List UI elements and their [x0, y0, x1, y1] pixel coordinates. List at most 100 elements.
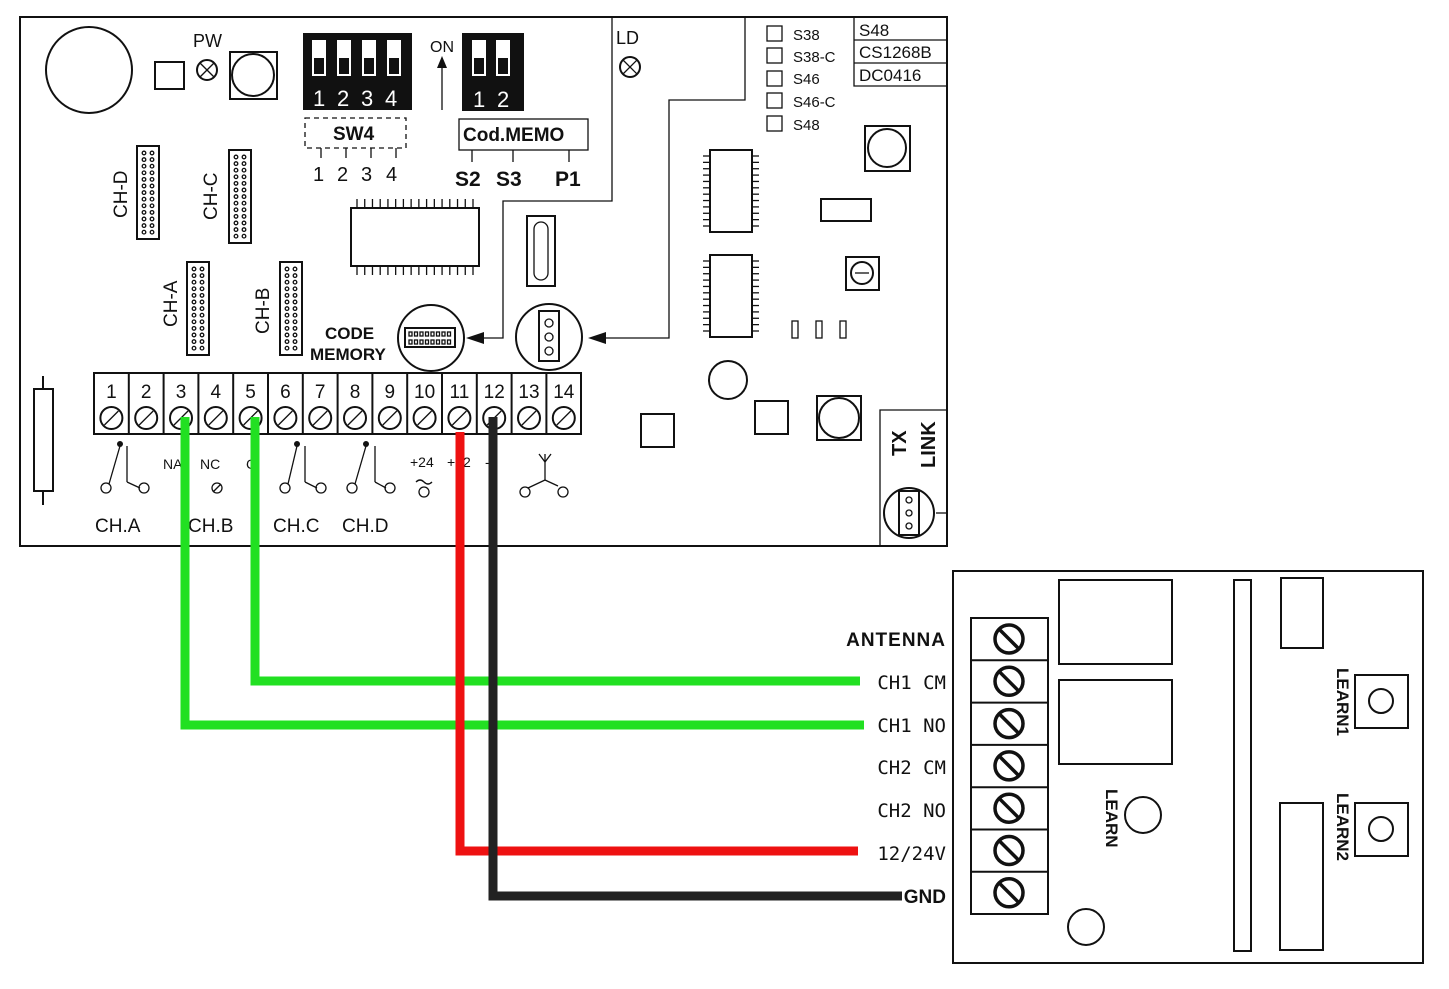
rx-terminal-7[interactable]: [971, 870, 1048, 909]
sw4-bottom-2: 2: [337, 164, 348, 186]
checkbox-s46-c[interactable]: [766, 92, 783, 109]
codmemo-number-2: 2: [497, 87, 509, 112]
top-right-button[interactable]: [864, 125, 911, 172]
rx-label-ch1-cm: CH1 CM: [877, 672, 946, 694]
radio-module-connector[interactable]: [515, 303, 583, 371]
screw-icon: [412, 406, 437, 430]
pin-p1: P1: [555, 168, 581, 191]
terminal-4[interactable]: 4: [197, 373, 228, 434]
sw4-dip-switch[interactable]: [303, 33, 412, 110]
bottom-right-button[interactable]: [816, 395, 862, 441]
learn1-button[interactable]: [1354, 674, 1409, 729]
slot-label-ch-b: CH-B: [253, 288, 274, 334]
led-socket: [154, 61, 185, 90]
terminal-13[interactable]: 13: [510, 373, 541, 434]
screw-icon: [517, 406, 541, 430]
rx-label-ch1-no: CH1 NO: [877, 715, 946, 737]
square-socket: [640, 413, 675, 448]
pw-led-icon: [196, 59, 218, 81]
terminal-number: 12: [484, 382, 505, 403]
rx-terminal-5[interactable]: [971, 786, 1048, 824]
rx-terminal-1[interactable]: [993, 623, 1025, 655]
receiver-terminal-block: [970, 617, 1049, 915]
ld-label: LD: [616, 28, 639, 48]
terminal-14[interactable]: 14: [545, 373, 576, 434]
sw4-bottom-3: 3: [361, 164, 372, 186]
screw-icon: [993, 792, 1025, 824]
channel-label-ch-b: CH.B: [188, 516, 233, 537]
antenna-icon: [519, 453, 569, 498]
rx-terminal-3[interactable]: [971, 701, 1048, 740]
checkbox-s38-c[interactable]: [766, 47, 783, 64]
minus-label: -: [485, 454, 490, 470]
round-led: [708, 360, 748, 400]
screw-icon: [993, 877, 1025, 909]
model-box-line-1: S48: [859, 21, 889, 40]
rx-terminal-4[interactable]: [971, 743, 1048, 782]
terminal-number: 14: [553, 382, 575, 403]
terminal-10[interactable]: 10: [406, 373, 437, 434]
terminal-7[interactable]: 7: [301, 373, 333, 434]
buzzer: [45, 26, 133, 114]
terminal-number: 1: [106, 382, 117, 403]
checkbox-s48[interactable]: [766, 115, 783, 132]
fuse: [33, 376, 54, 505]
trimmer-potentiometer[interactable]: [845, 256, 880, 291]
checkbox-label-s46-c: S46-C: [793, 94, 836, 111]
terminal-9[interactable]: 9: [371, 373, 402, 434]
codmemo-dip-switch[interactable]: [462, 33, 524, 111]
learn2-label: LEARN2: [1333, 793, 1352, 861]
code-memory-socket[interactable]: [397, 304, 465, 372]
rx-terminal-2[interactable]: [971, 659, 1048, 698]
terminal-number: 4: [211, 382, 222, 403]
receiver-learn-label: LEARN: [1102, 789, 1121, 848]
checkbox-label-s48: S48: [793, 117, 820, 134]
checkbox-s46[interactable]: [766, 70, 783, 87]
checkbox-label-s46: S46: [793, 71, 820, 88]
receiver-antenna-strip: [1233, 579, 1252, 952]
code-memory-label-2: MEMORY: [310, 345, 387, 364]
receiver-indicator: [1067, 908, 1105, 946]
checkbox-s38[interactable]: [766, 25, 783, 42]
terminal-number: 7: [315, 382, 326, 403]
receiver-learn-led: [1124, 796, 1162, 834]
terminal-8[interactable]: 8: [336, 373, 367, 434]
pw-button[interactable]: [229, 51, 278, 100]
sw4-label: SW4: [333, 124, 375, 145]
terminal-6[interactable]: 6: [267, 373, 298, 434]
screw-icon: [203, 406, 228, 430]
on-label: ON: [430, 39, 454, 56]
learn2-button[interactable]: [1354, 802, 1409, 857]
tx-link-box: [879, 409, 947, 546]
model-box-line-2: CS1268B: [859, 43, 932, 62]
checkbox-label-s38: S38: [793, 27, 820, 44]
terminal-3[interactable]: 3: [162, 373, 193, 434]
codmemo-number-1: 1: [473, 87, 485, 112]
jumper-pin: [839, 320, 847, 339]
receiver-component: [1279, 802, 1324, 951]
terminal-number: 5: [245, 382, 256, 403]
tx-link-connector[interactable]: [883, 487, 947, 539]
terminal-number: 6: [280, 382, 291, 403]
rx-terminal-6[interactable]: [971, 828, 1048, 867]
screw-icon: [134, 406, 159, 430]
terminal-number: 3: [176, 382, 187, 403]
ld-led-icon: [619, 56, 641, 78]
screw-icon: [273, 406, 298, 430]
screw-icon: [99, 406, 124, 430]
terminal-2[interactable]: 2: [127, 373, 159, 434]
terminal-number: 11: [450, 382, 470, 403]
screw-icon: [308, 406, 333, 430]
code-memory-label-1: CODE: [325, 324, 374, 343]
checkbox-label-s38-c: S38-C: [793, 49, 836, 66]
sw4-label-box: [304, 117, 407, 149]
terminal-1[interactable]: 1: [99, 382, 124, 430]
receiver-board-outline: [952, 570, 1424, 964]
sw4-number-4: 4: [385, 86, 397, 111]
slot-label-ch-a: CH-A: [161, 280, 182, 327]
terminal-11[interactable]: 11: [441, 373, 472, 434]
sw4-bottom-1: 1: [313, 164, 324, 186]
rx-label-ch2-cm: CH2 CM: [877, 757, 946, 779]
tx-link-lead: [606, 17, 746, 339]
model-checkbox-list: S38 S38-C S46 S46-C S48: [766, 25, 836, 134]
